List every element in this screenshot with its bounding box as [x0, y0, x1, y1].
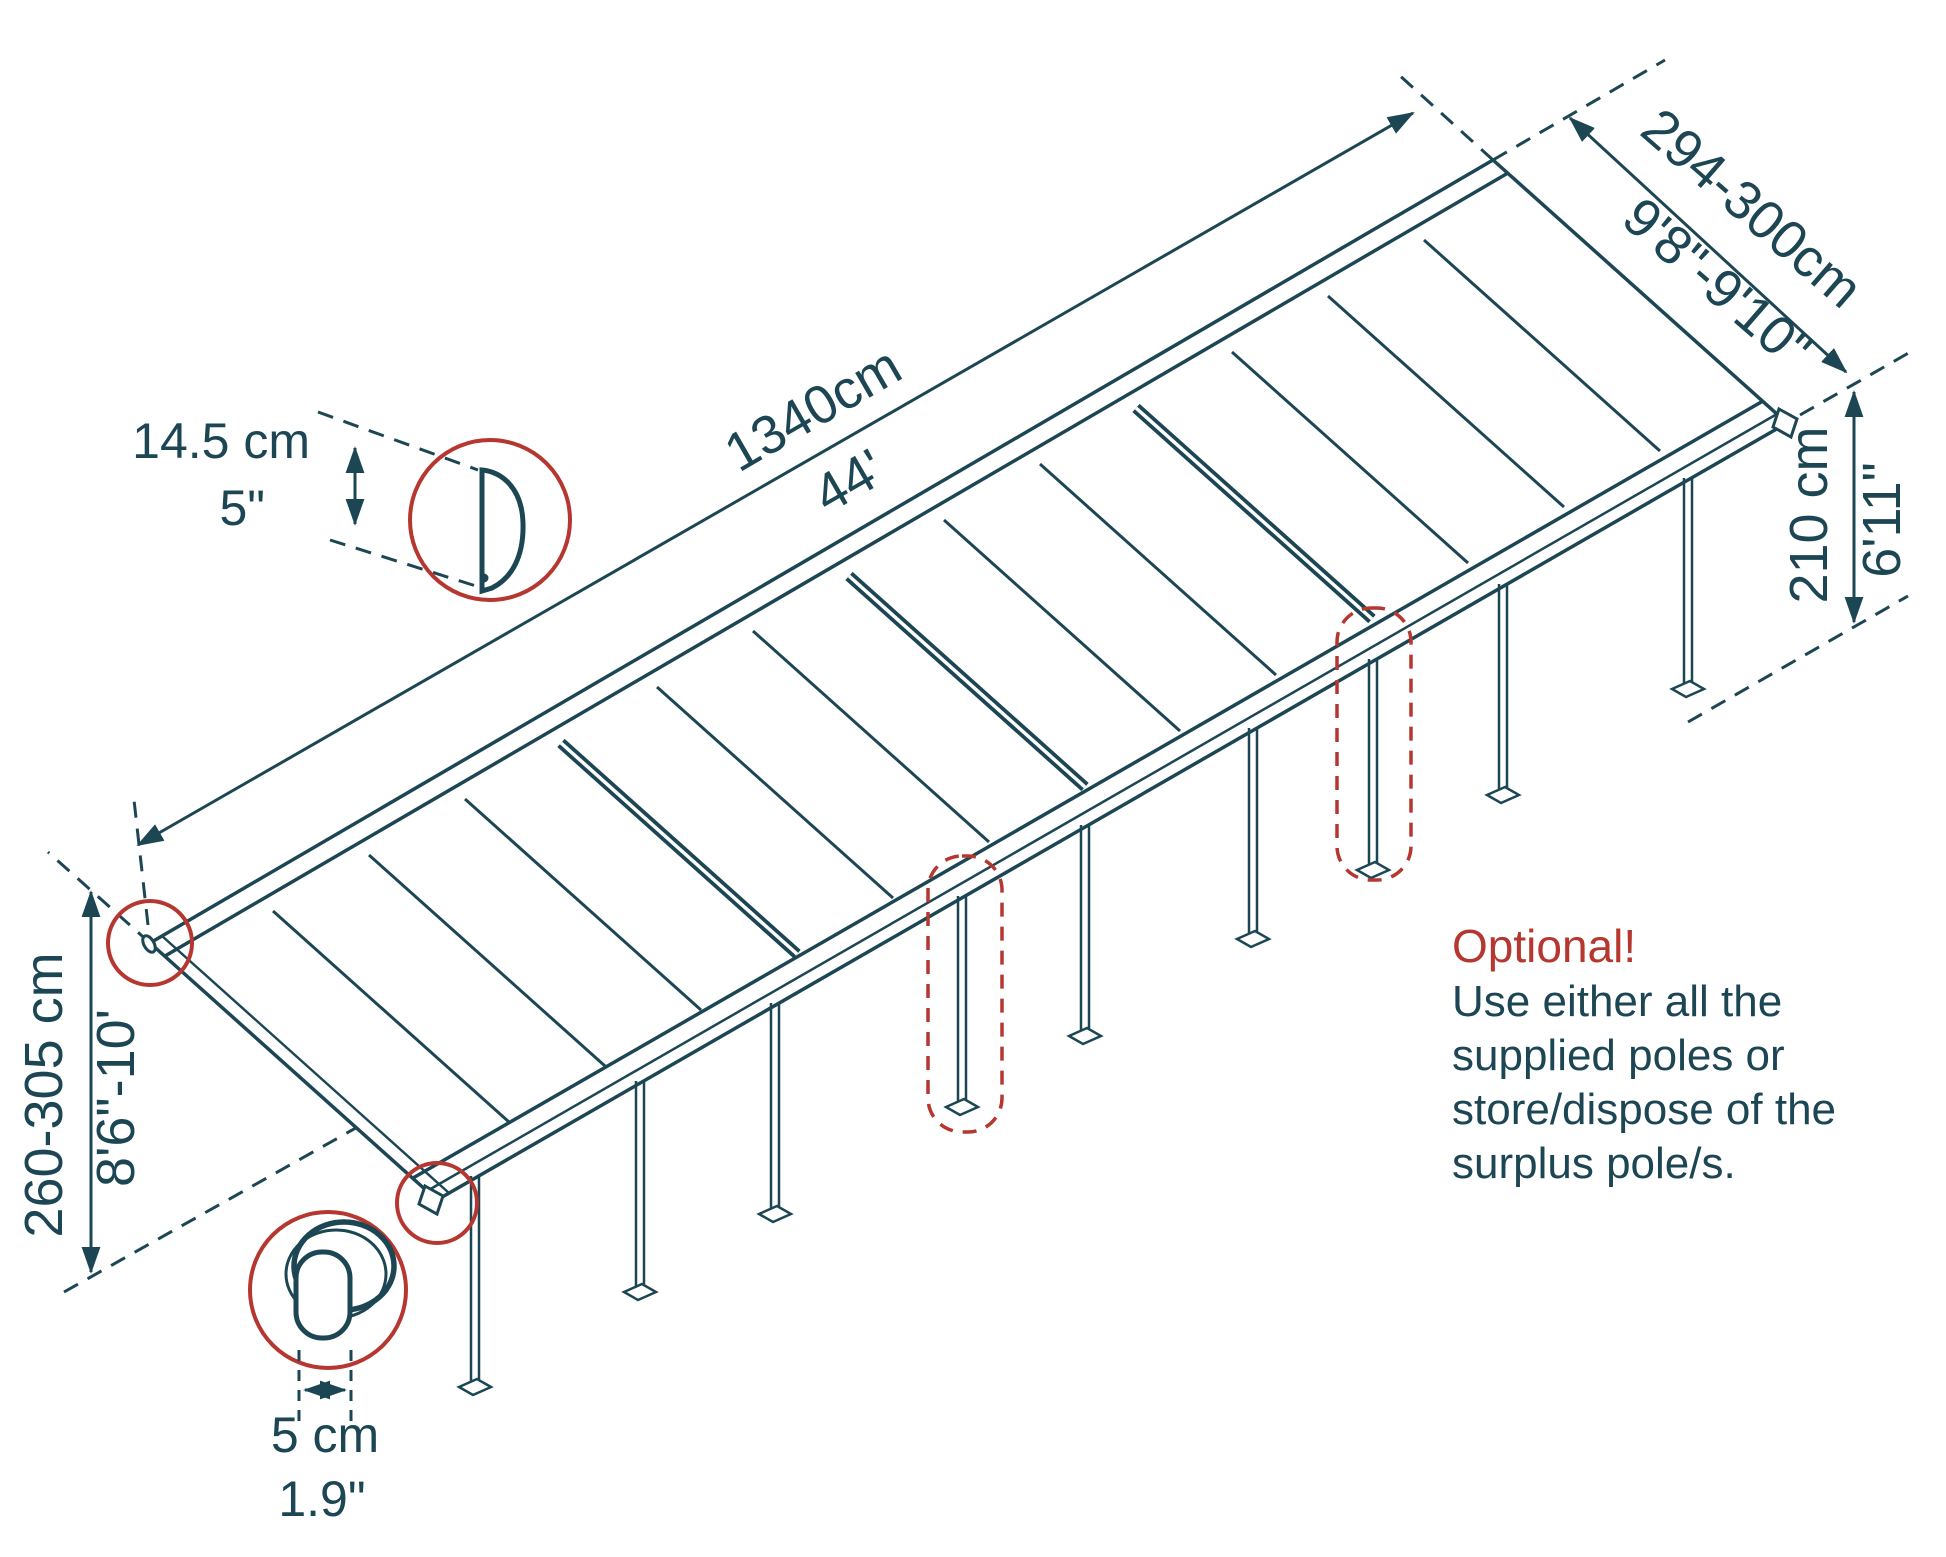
support-pole: [1066, 825, 1104, 1046]
support-pole: [756, 1003, 794, 1224]
length-extension-right: [1396, 72, 1495, 162]
left-rake-inner: [161, 935, 450, 1194]
gutter-right-endcap: [1771, 406, 1799, 440]
support-pole: [621, 1081, 659, 1302]
profile-height-metric: 14.5 cm: [132, 413, 310, 469]
detail-leader-bottom: [329, 538, 477, 588]
gutter-corner-callout-circle: [395, 1161, 479, 1245]
ground-line-left: [63, 1118, 371, 1294]
gutter-left-endcap: [417, 1183, 445, 1217]
length-arrow: [136, 111, 1415, 847]
detail-leader-top: [317, 410, 479, 472]
support-pole: [1669, 478, 1707, 699]
front-height-dimension: 210 cm 6'11": [1779, 390, 1912, 624]
support-pole-optional: [1354, 659, 1392, 880]
pole-width-imperial: 1.9": [278, 1471, 365, 1527]
length-imperial: 44': [804, 438, 895, 525]
profile-height-imperial: 5": [219, 480, 265, 536]
front-height-metric: 210 cm: [1779, 426, 1839, 603]
wall-profile-cross-section: [479, 467, 526, 595]
note-line: supplied poles or: [1452, 1031, 1785, 1080]
note-line: Use either all the: [1452, 977, 1782, 1026]
width-extension-top: [1492, 58, 1666, 162]
ground-line-right: [1687, 594, 1909, 724]
rafter: [368, 853, 606, 1068]
support-pole: [1234, 728, 1272, 949]
wall-height-imperial: 8'6"-10': [86, 1009, 146, 1187]
support-pole-optional: [943, 896, 981, 1117]
support-pole: [1484, 584, 1522, 805]
optional-note: Optional! Use either all the supplied po…: [1452, 920, 1836, 1188]
front-height-imperial: 6'11": [1852, 462, 1912, 578]
wall-height-dimension: 260-305 cm 8'6"-10': [14, 890, 146, 1274]
left-rake-edge: [148, 941, 439, 1202]
note-line: store/dispose of the: [1452, 1085, 1836, 1134]
note-line: surplus pole/s.: [1452, 1139, 1736, 1188]
note-title: Optional!: [1452, 920, 1636, 972]
wall-profile-detail: 14.5 cm 5": [132, 410, 572, 602]
pole-detail: 5 cm 1.9": [248, 1210, 408, 1527]
profile-screw-dot: [479, 573, 489, 583]
support-pole: [456, 1176, 494, 1397]
length-metric: 1340cm: [715, 335, 911, 483]
pole-section-profile: [293, 1249, 353, 1341]
optional-pole-marker: [926, 854, 1004, 1134]
wall-profile-end-callout-circle: [106, 899, 194, 987]
wall-profile-end: [141, 934, 157, 954]
wall-height-extension-top: [47, 850, 151, 945]
rafter: [272, 909, 510, 1124]
length-extension-left: [132, 799, 150, 926]
pole-width-metric: 5 cm: [271, 1407, 379, 1463]
rafter: [1423, 238, 1661, 453]
width-arrow: [1568, 116, 1848, 374]
pole-detail-circle: [248, 1210, 408, 1370]
wall-height-metric: 260-305 cm: [14, 952, 74, 1237]
width-extension-bottom: [1799, 349, 1913, 417]
